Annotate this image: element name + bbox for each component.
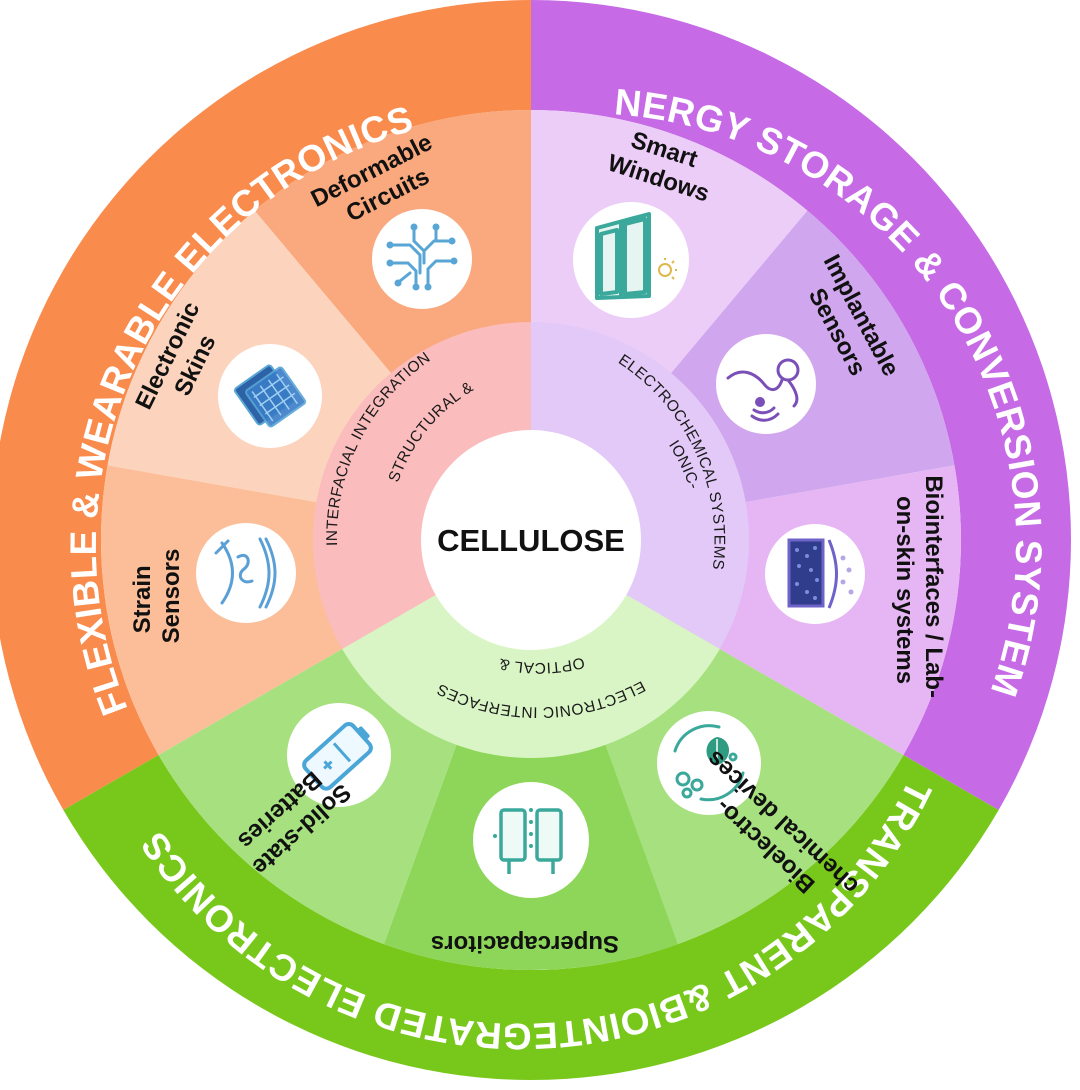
strain-sensor-icon <box>196 523 296 623</box>
outer-segment-flexible <box>0 0 531 810</box>
app-label-biointerfaces: Biointerfaces / Lab- on-skin systems <box>891 475 947 704</box>
smart-window-icon <box>573 202 689 318</box>
circuit-icon <box>372 209 472 309</box>
supercapacitor-icon <box>473 782 589 898</box>
app-label-strain-sensors: Strain Sensors <box>129 549 185 644</box>
app-label-supercapacitors: Supercapacitors <box>431 930 619 957</box>
implantable-sensor-icon <box>716 334 816 434</box>
inner-label-optical-1: OPTICAL & <box>497 653 586 676</box>
center-circle <box>421 430 641 650</box>
biointerface-icon <box>765 524 865 624</box>
application-icons <box>196 202 865 898</box>
outer-segment-transparent <box>63 755 999 1080</box>
electronic-skin-icon <box>218 344 322 448</box>
outer-segment-energy <box>531 0 1071 810</box>
bioelectrochemical-icon <box>657 711 761 815</box>
battery-icon <box>287 703 391 807</box>
center-label: CELLULOSE <box>437 523 625 558</box>
